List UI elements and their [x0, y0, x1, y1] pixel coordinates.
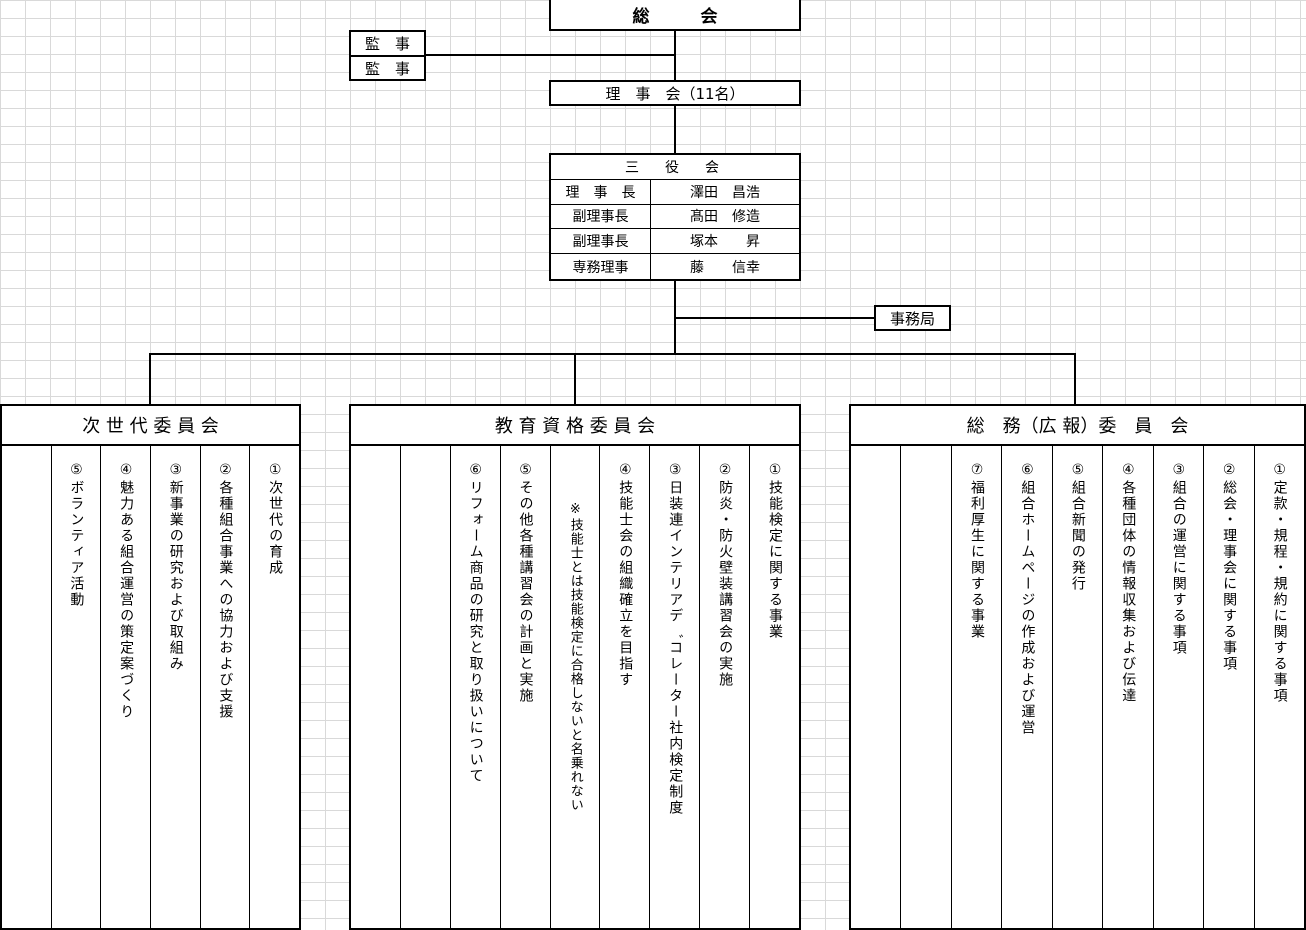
officer-name: 藤 信幸 [690, 259, 760, 276]
connector-committee-2 [574, 353, 576, 405]
task-column: ④技能士会の組織確立を目指す [600, 446, 651, 928]
committee-education-qualification: 教 育 資 格 委 員 会 ⑥リフォーム商品の研究と取り扱いについて ⑤その他各… [349, 404, 801, 930]
task-text: ①定款・規程・規約に関する事項 [1271, 462, 1288, 704]
task-text: ②各種組合事業への協力および支援 [217, 462, 234, 720]
task-column: ②各種組合事業への協力および支援 [201, 446, 251, 928]
task-column: ⑥リフォーム商品の研究と取り扱いについて [451, 446, 501, 928]
task-text: ⑥リフォーム商品の研究と取り扱いについて [467, 462, 484, 784]
task-column: ①技能検定に関する事業 [750, 446, 799, 928]
committee-title: 次 世 代 委 員 会 [2, 406, 299, 446]
connector-board-officers [674, 105, 676, 154]
officer-role: 副理事長 [551, 204, 651, 230]
task-text: ⑥組合ホームページの作成および運営 [1019, 462, 1036, 736]
task-text: ③新事業の研究および取組み [167, 462, 184, 672]
task-text: ④魅力ある組合運営の策定案づくり [118, 462, 135, 720]
task-text: ④各種団体の情報収集および伝達 [1120, 462, 1137, 704]
task-text: ①技能検定に関する事業 [766, 462, 783, 640]
officer-name: 塚本 昇 [651, 229, 799, 255]
task-column: ⑦福利厚生に関する事業 [952, 446, 1003, 928]
task-text: ②総会・理事会に関する事項 [1221, 462, 1238, 672]
task-column: ⑤ボランティア活動 [52, 446, 102, 928]
committee-next-generation: 次 世 代 委 員 会 ⑤ボランティア活動 ④魅力ある組合運営の策定案づくり ③… [0, 404, 301, 930]
task-column: ⑥組合ホームページの作成および運営 [1002, 446, 1053, 928]
task-column: ④各種団体の情報収集および伝達 [1103, 446, 1154, 928]
task-text: ⑤ボランティア活動 [68, 462, 85, 608]
officer-name: 髙田 修造 [651, 205, 799, 230]
connector-trunk-top [674, 29, 676, 80]
officers-table: 三 役 会 理 事 長 澤田 昌浩 副理事長 髙田 修造 副理事長 塚本 昇 専… [549, 153, 801, 281]
task-column [2, 446, 52, 928]
officer-name: 澤田 昌浩 [651, 180, 799, 205]
committee-task-columns: ⑤ボランティア活動 ④魅力ある組合運営の策定案づくり ③新事業の研究および取組み… [2, 446, 299, 928]
connector-committees-bar [149, 353, 1076, 355]
task-text: ⑤その他各種講習会の計画と実施 [517, 462, 534, 704]
task-column: ②総会・理事会に関する事項 [1204, 446, 1255, 928]
connector-committee-3 [1074, 353, 1076, 405]
task-column: ③新事業の研究および取組み [151, 446, 201, 928]
task-note: ※技能士とは技能検定に合格しないと名乗れない [567, 502, 583, 812]
general-meeting-box: 総 会 [549, 0, 801, 31]
task-text: ⑦福利厚生に関する事業 [968, 462, 985, 640]
auditor-box-1: 監 事 [349, 30, 426, 57]
officers-title: 三 役 会 [551, 155, 799, 180]
task-text: ④技能士会の組織確立を目指す [617, 462, 634, 688]
committee-general-affairs: 総 務（広 報）委 員 会 ⑦福利厚生に関する事業 ⑥組合ホームページの作成およ… [849, 404, 1306, 930]
task-column: ①定款・規程・規約に関する事項 [1255, 446, 1304, 928]
committee-task-columns: ⑦福利厚生に関する事業 ⑥組合ホームページの作成および運営 ⑤組合新聞の発行 ④… [851, 446, 1304, 928]
task-column: ⑤その他各種講習会の計画と実施 [501, 446, 551, 928]
task-column: ⑤組合新聞の発行 [1053, 446, 1104, 928]
committee-task-columns: ⑥リフォーム商品の研究と取り扱いについて ⑤その他各種講習会の計画と実施 ※技能… [351, 446, 799, 928]
task-column: ※技能士とは技能検定に合格しないと名乗れない [551, 446, 601, 928]
task-text: ③日装連インテリアデ゛コレーター社内検定制度 [667, 462, 684, 816]
task-text: ⑤組合新聞の発行 [1069, 462, 1086, 592]
task-text: ①次世代の育成 [267, 462, 284, 576]
task-column: ②防炎・防火壁装講習会の実施 [700, 446, 751, 928]
committee-title: 教 育 資 格 委 員 会 [351, 406, 799, 446]
task-column: ③日装連インテリアデ゛コレーター社内検定制度 [650, 446, 701, 928]
board-box: 理 事 会（11名） [549, 80, 801, 106]
connector-committee-1 [149, 353, 151, 405]
task-column [851, 446, 902, 928]
connector-secretariat [675, 317, 875, 319]
task-column: ③組合の運営に関する事項 [1154, 446, 1205, 928]
task-text: ③組合の運営に関する事項 [1170, 462, 1187, 656]
officer-role: 専務理事 [551, 254, 651, 279]
officer-role: 副理事長 [551, 229, 651, 255]
connector-auditors [424, 54, 675, 56]
task-column: ④魅力ある組合運営の策定案づくり [101, 446, 152, 928]
task-column [401, 446, 451, 928]
auditor-box-2: 監 事 [349, 55, 426, 81]
task-text: ②防炎・防火壁装講習会の実施 [717, 462, 734, 688]
committee-title: 総 務（広 報）委 員 会 [851, 406, 1304, 446]
secretariat-box: 事務局 [874, 305, 951, 331]
task-column: ①次世代の育成 [250, 446, 299, 928]
officer-role: 理 事 長 [551, 179, 651, 205]
task-column [901, 446, 952, 928]
task-column [351, 446, 401, 928]
